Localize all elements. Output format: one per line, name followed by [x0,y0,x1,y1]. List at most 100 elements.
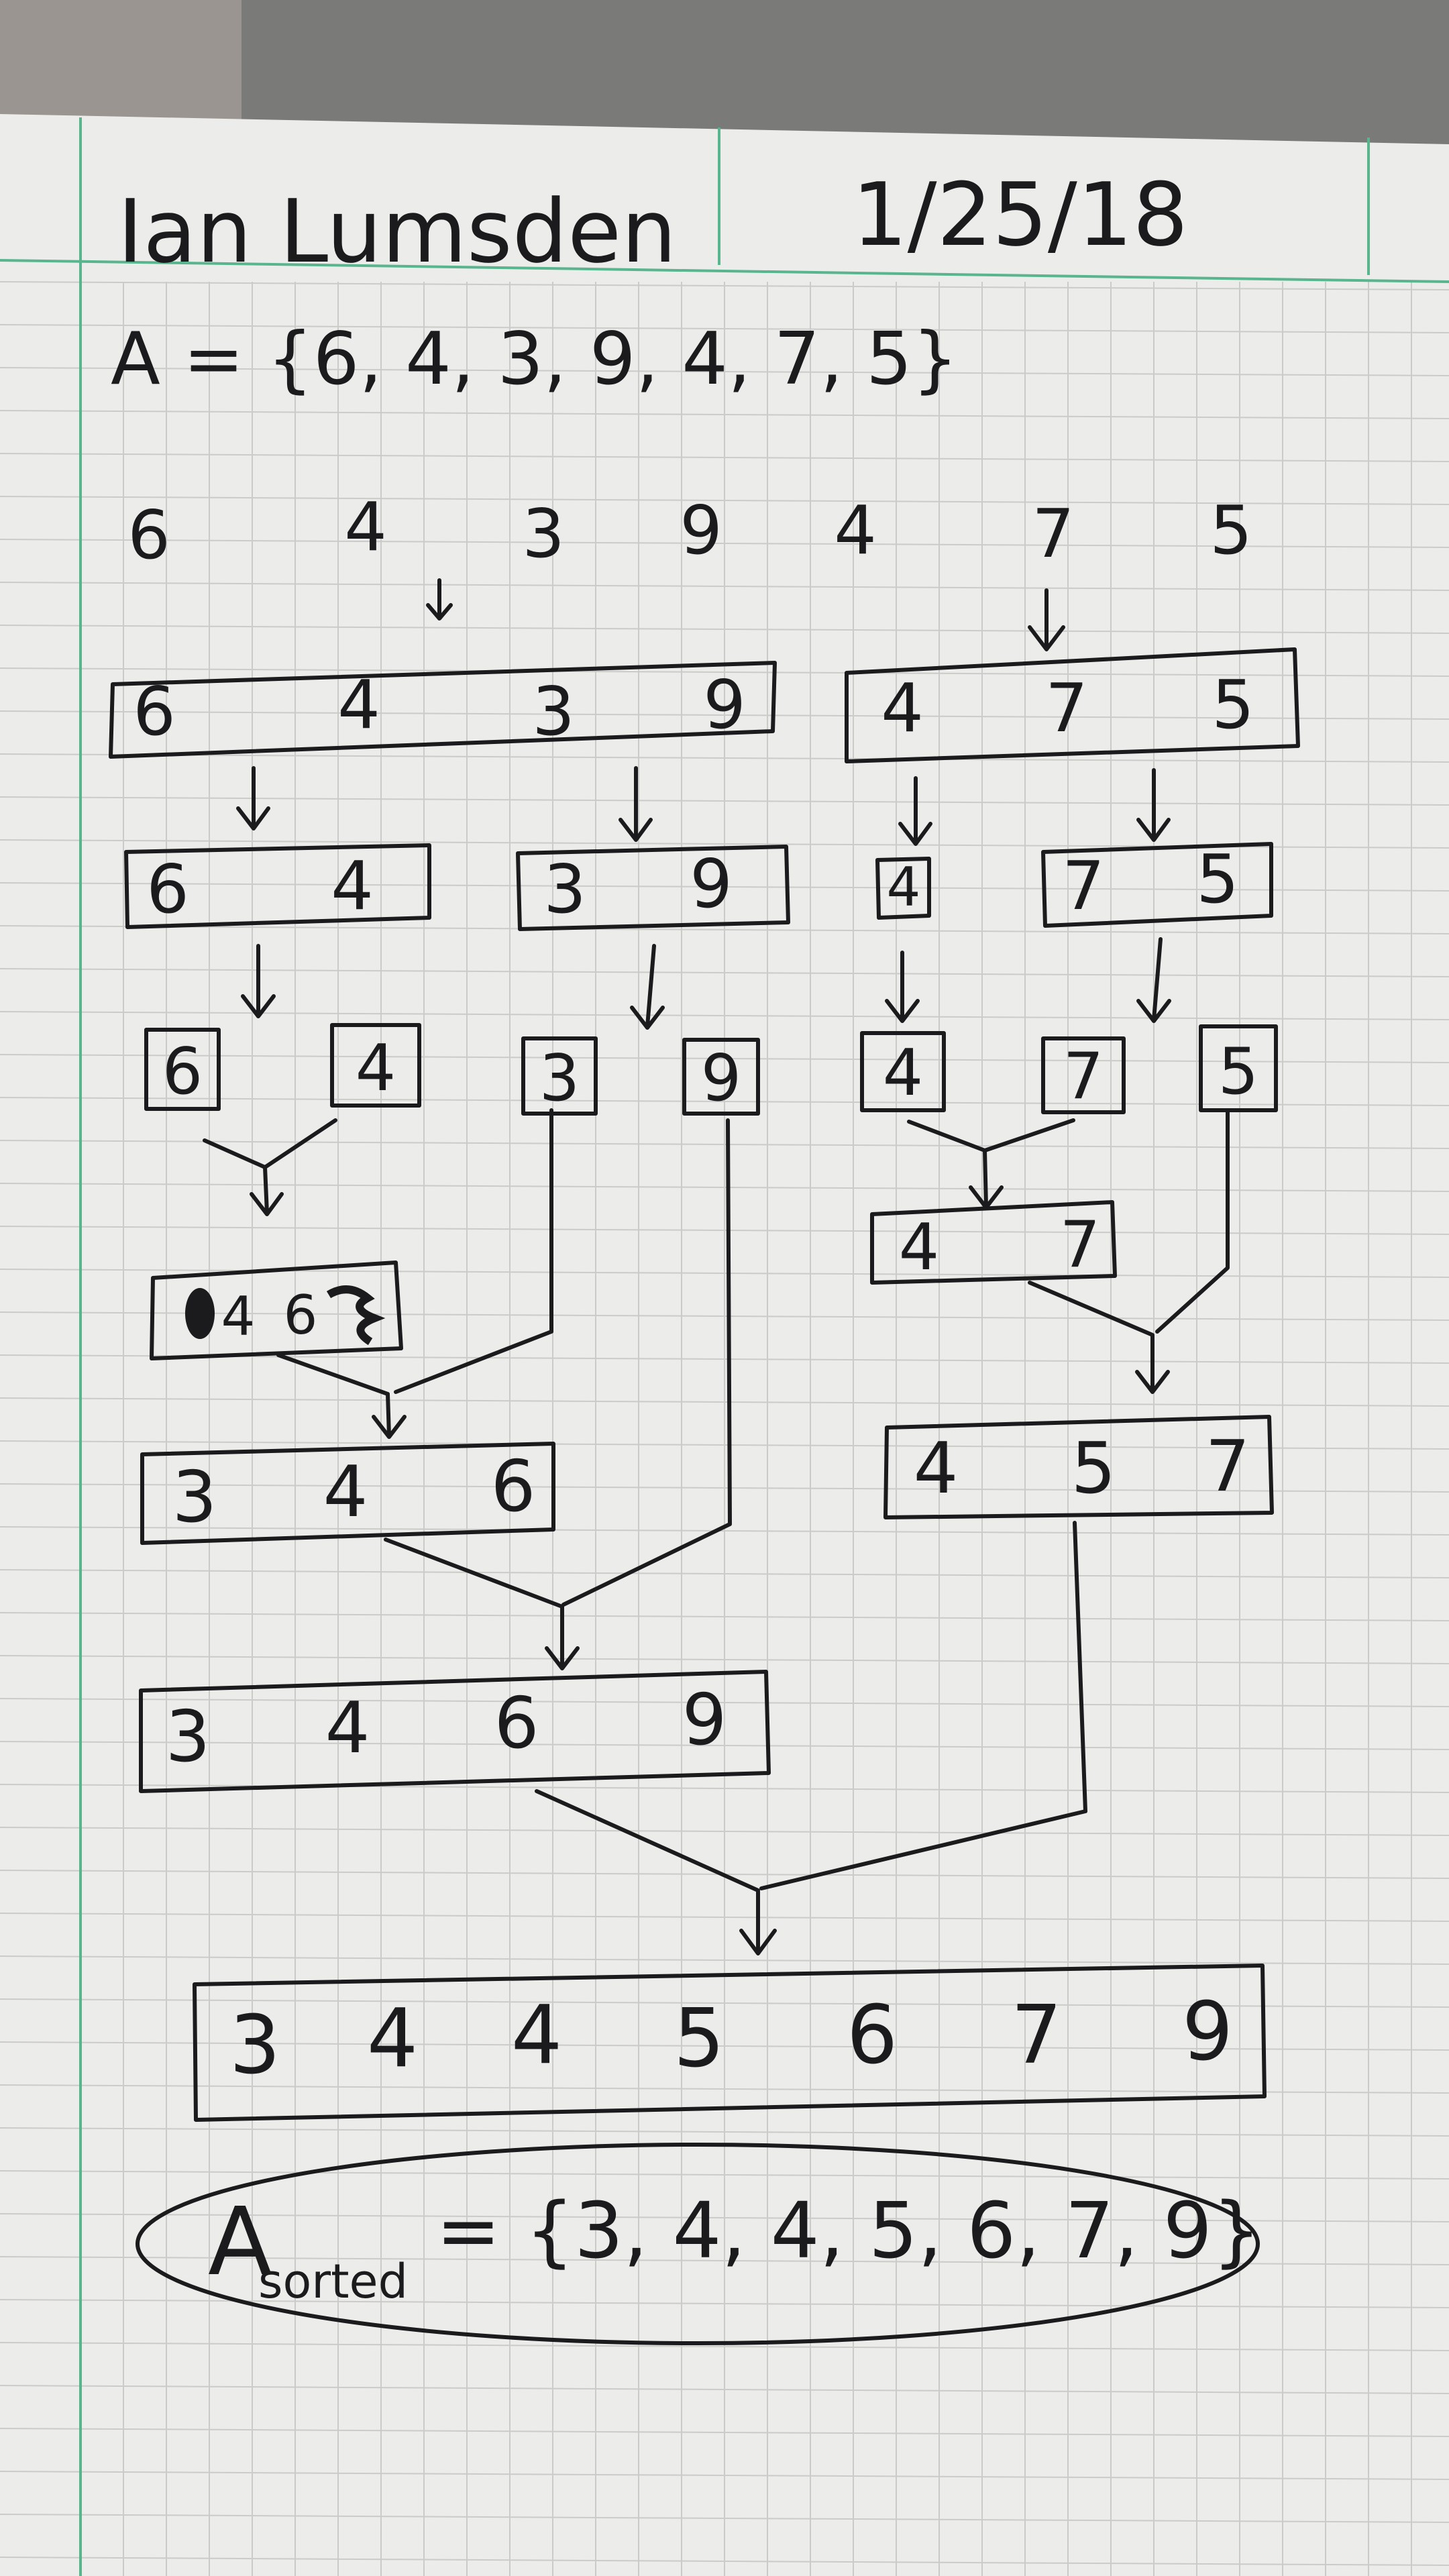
split-box-6-4: 6 4 [124,843,431,929]
box-value: 9 [1182,1986,1233,2079]
merge-lines-level-2 [276,1108,1230,1439]
down-arrow-icon [426,578,453,621]
single-box [330,1023,421,1108]
box-value: 3 [172,1456,217,1538]
merge-box-4-5-7: 4 5 7 [883,1415,1274,1519]
down-arrow-icon [1028,588,1065,651]
merge-lines-final [535,1521,1087,1955]
box-value: 9 [690,845,733,923]
down-arrow-icon [535,1789,777,1955]
box-value: 7 [1045,669,1088,747]
box-value: 4 [367,1992,418,2086]
single-boxes: 6 4 3 9 4 7 5 [144,1023,1278,1116]
down-arrow-icon [384,1538,580,1670]
single-box [682,1038,760,1116]
box-value: 5 [1196,840,1239,918]
result-label: A [208,2188,272,2297]
array-definition: A = {6, 4, 3, 9, 4, 7, 5} [111,317,958,401]
box-value: 3 [229,1999,280,2092]
input-value: 7 [1032,494,1075,573]
box-value: 3 [532,672,575,751]
box-value: 7 [1060,1208,1100,1282]
box-value: 9 [682,1679,727,1761]
box-value: 3 [543,850,586,928]
margin-lines [0,117,1449,2576]
box-value: 4 [221,1285,256,1348]
box-value: 7 [1063,1040,1104,1114]
down-arrow-icon [250,1165,284,1216]
result-ellipse [136,2143,1260,2345]
box-value: 5 [1212,665,1254,744]
merge-box-3-4-6-9: 3 4 6 9 [139,1670,771,1793]
box-value: 3 [539,1042,580,1116]
box-value: 4 [337,665,380,744]
box-value: 6 [133,672,176,751]
box-value: 5 [1071,1428,1116,1509]
split-arrows-level-3 [241,937,1171,1030]
input-row: 6 4 3 9 4 7 5 [127,488,1252,574]
box-value: 5 [674,1992,724,2086]
scribble-mark [185,1288,215,1339]
down-arrow-icon [1136,768,1171,842]
box-value: 6 [491,1446,536,1527]
box-value: 4 [899,1211,939,1285]
author-name: Ian Lumsden [117,180,677,282]
date-label: 1/25/18 [852,164,1188,266]
input-value: 5 [1210,491,1252,570]
box-value: 6 [146,850,189,928]
input-value: 4 [344,488,387,566]
split-left-4: 6 4 3 9 [109,661,777,759]
box-value: 4 [356,1032,396,1106]
input-value: 9 [680,491,722,570]
box-value: 9 [703,665,746,744]
merge-lines-level-3 [384,1118,732,1670]
down-arrow-icon [898,776,932,846]
merge-box-3-4-6: 3 4 6 [140,1442,555,1545]
result-subscript: sorted [258,2254,408,2309]
down-arrow-icon [1028,1281,1170,1394]
split-box-3-9: 3 9 [516,845,790,931]
split-arrows-level-2 [236,766,1171,846]
box-value: 4 [331,847,374,925]
input-value: 3 [522,494,565,573]
down-arrow-icon [630,944,665,1030]
box-value: 7 [1011,1989,1062,2082]
scribble-mark [326,1285,386,1346]
split-right-3: 4 7 5 [845,647,1300,763]
box-value: 7 [1062,847,1105,925]
box-value: 6 [284,1284,318,1346]
box-value: 6 [162,1035,203,1109]
box-value: 6 [494,1682,539,1764]
box-value: 5 [1218,1035,1258,1109]
sorted-result: A sorted = {3, 4, 4, 5, 6, 7, 9} [136,2143,1261,2345]
split-box-4: 4 [875,856,931,920]
down-arrow-icon [1136,937,1171,1023]
box-value: 4 [883,1036,923,1110]
input-value: 6 [127,496,170,574]
single-box [144,1028,221,1111]
split-arrows-level-1 [426,578,1065,651]
merge-box-4-7: 4 7 [870,1200,1117,1285]
box-value: 7 [1205,1426,1250,1507]
final-sorted-box: 3 4 4 5 6 7 9 [193,1964,1267,2122]
down-arrow-icon [885,951,920,1023]
box-value: 4 [325,1687,370,1769]
down-arrow-icon [241,944,276,1018]
merge-lines-level-1 [203,1118,1075,1216]
box-value: 4 [881,669,924,747]
single-box [860,1031,946,1112]
box-value: 4 [323,1451,368,1533]
single-box [521,1036,598,1116]
box-value: 4 [914,1428,959,1509]
result-value: = {3, 4, 4, 5, 6, 7, 9} [436,2186,1261,2276]
down-arrow-icon [276,1353,407,1439]
box-value: 6 [847,1989,898,2082]
box-value: 9 [701,1042,741,1116]
box-value: 3 [166,1696,211,1778]
split-box-7-5: 7 5 [1041,840,1273,928]
input-value: 4 [834,491,877,570]
single-box [1199,1024,1278,1112]
box-value: 4 [887,856,921,918]
box-value: 4 [511,1989,562,2082]
